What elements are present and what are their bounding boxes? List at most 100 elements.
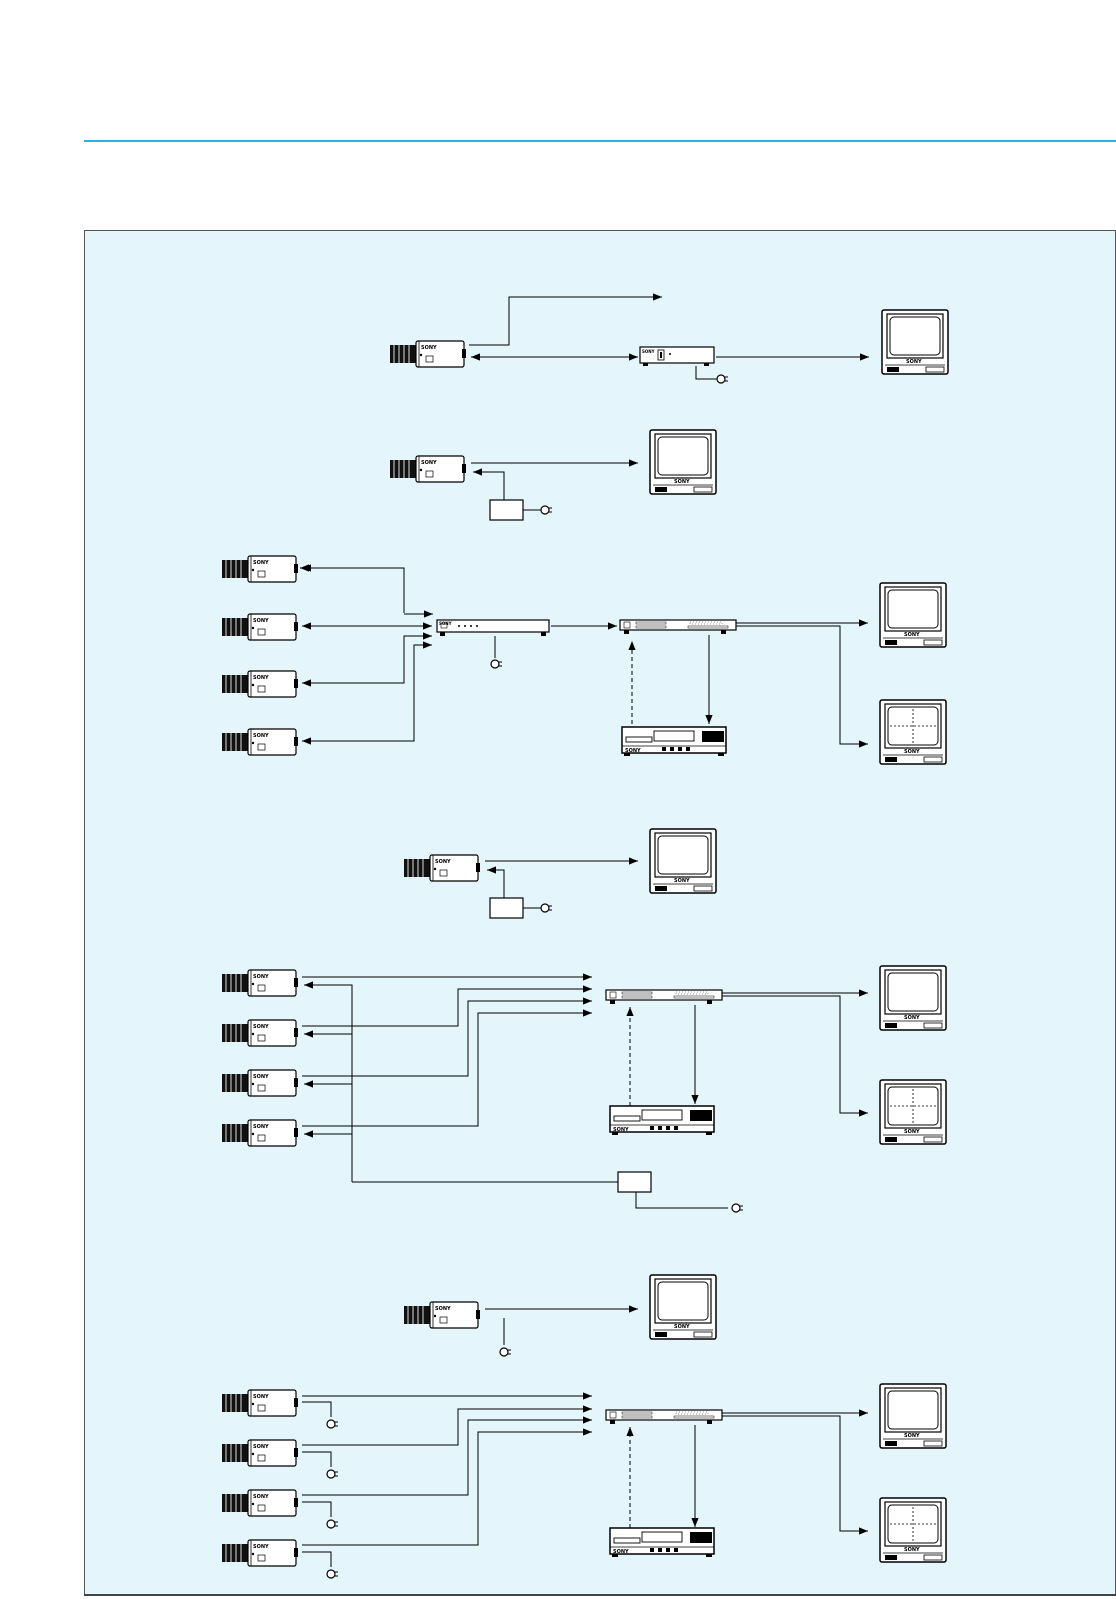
brand-label: SONY [642,349,655,354]
signal-line [302,1405,592,1446]
vcr-icon: SONY [609,1527,715,1558]
brand-label: SONY [253,1124,269,1130]
vcr-icon: SONY [621,726,727,757]
multiplexer-icon [605,1409,723,1425]
sequential-switcher-icon: SONY [436,619,550,637]
header-accent-rule [84,140,1116,142]
camera-icon: SONY [389,455,467,483]
power-plug-icon [326,1419,339,1429]
brand-label: SONY [904,1015,920,1021]
quad-monitor-icon: SONY [879,1497,947,1563]
power-plug-icon [499,1347,512,1357]
camera-icon: SONY [221,1489,299,1517]
signal-line [302,641,432,745]
power-cord [695,366,717,380]
brand-label: SONY [253,560,269,566]
brand-label: SONY [904,1129,920,1135]
camera-icon: SONY [221,969,299,997]
camera-icon: SONY [221,1389,299,1417]
brand-label: SONY [674,1324,690,1330]
brand-label: SONY [253,1024,269,1030]
power-cord [302,1451,332,1467]
power-plug-icon [731,1203,744,1213]
brand-label: SONY [674,878,690,884]
brand-label: SONY [625,748,641,754]
camera-icon: SONY [403,854,481,882]
signal-line [302,997,592,1077]
camera-icon: SONY [389,340,467,368]
power-cord [635,1192,728,1209]
brand-label: SONY [904,1547,920,1553]
power-plug-icon [490,659,503,669]
power-cord [302,1501,332,1517]
brand-label: SONY [253,1444,269,1450]
brand-label: SONY [253,675,269,681]
signal-line [473,468,505,502]
power-supply-icon [489,897,524,919]
brand-label: SONY [253,1074,269,1080]
power-cord [302,1401,332,1417]
camera-icon: SONY [221,1439,299,1467]
signal-line [304,981,353,1182]
brand-label: SONY [253,1544,269,1550]
monitor-icon: SONY [881,309,949,375]
monitor-icon: SONY [649,828,717,894]
quad-monitor-icon: SONY [879,1079,947,1145]
signal-line [469,293,662,346]
brand-label: SONY [253,974,269,980]
camera-adaptor-icon: SONY [639,346,715,367]
diagram-panel [84,230,1116,1595]
camera-icon: SONY [221,1069,299,1097]
multiplexer-icon [605,989,723,1005]
power-cord [302,1551,332,1567]
brand-label: SONY [253,733,269,739]
multiplexer-icon [619,619,737,635]
panel-bottom-rule [84,1594,1116,1596]
signal-line [736,625,868,748]
brand-label: SONY [904,1433,920,1439]
monitor-icon: SONY [879,965,947,1031]
power-plug-icon [326,1469,339,1479]
quad-monitor-icon: SONY [879,699,947,765]
signal-line [302,567,405,613]
power-plug-icon [326,1519,339,1529]
power-plug-icon [540,505,553,515]
brand-label: SONY [421,345,437,351]
wiring-layer [300,293,869,1567]
camera-icon: SONY [221,1019,299,1047]
camera-icon: SONY [221,613,299,641]
signal-line [722,1415,868,1535]
brand-label: SONY [674,479,690,485]
signal-line [302,985,592,1027]
signal-line [302,1009,592,1127]
brand-label: SONY [435,859,451,865]
brand-label: SONY [421,460,437,466]
monitor-icon: SONY [879,582,947,648]
brand-label: SONY [253,1494,269,1500]
device-layer: SONY SONY SONY SONY SONY SONY SONY SONY SONY SONY… [221,309,949,1579]
camera-icon: SONY [221,670,299,698]
power-supply-icon [617,1171,652,1193]
signal-line [302,1416,592,1496]
signal-line [487,866,505,900]
power-plug-icon [326,1569,339,1579]
brand-label: SONY [906,359,922,365]
brand-label: SONY [253,1394,269,1400]
signal-line [722,995,868,1117]
camera-icon: SONY [403,1301,481,1329]
monitor-icon: SONY [649,429,717,495]
signal-line [302,1428,592,1546]
power-plug-icon [540,903,553,913]
brand-label: SONY [904,749,920,755]
signal-line [302,632,432,687]
brand-label: SONY [613,1127,629,1133]
brand-label: SONY [613,1549,629,1555]
power-supply-icon [489,499,524,521]
brand-label: SONY [253,618,269,624]
camera-icon: SONY [221,1119,299,1147]
camera-icon: SONY [221,555,299,583]
monitor-icon: SONY [879,1383,947,1449]
monitor-icon: SONY [649,1274,717,1340]
power-plug-icon [716,374,729,384]
